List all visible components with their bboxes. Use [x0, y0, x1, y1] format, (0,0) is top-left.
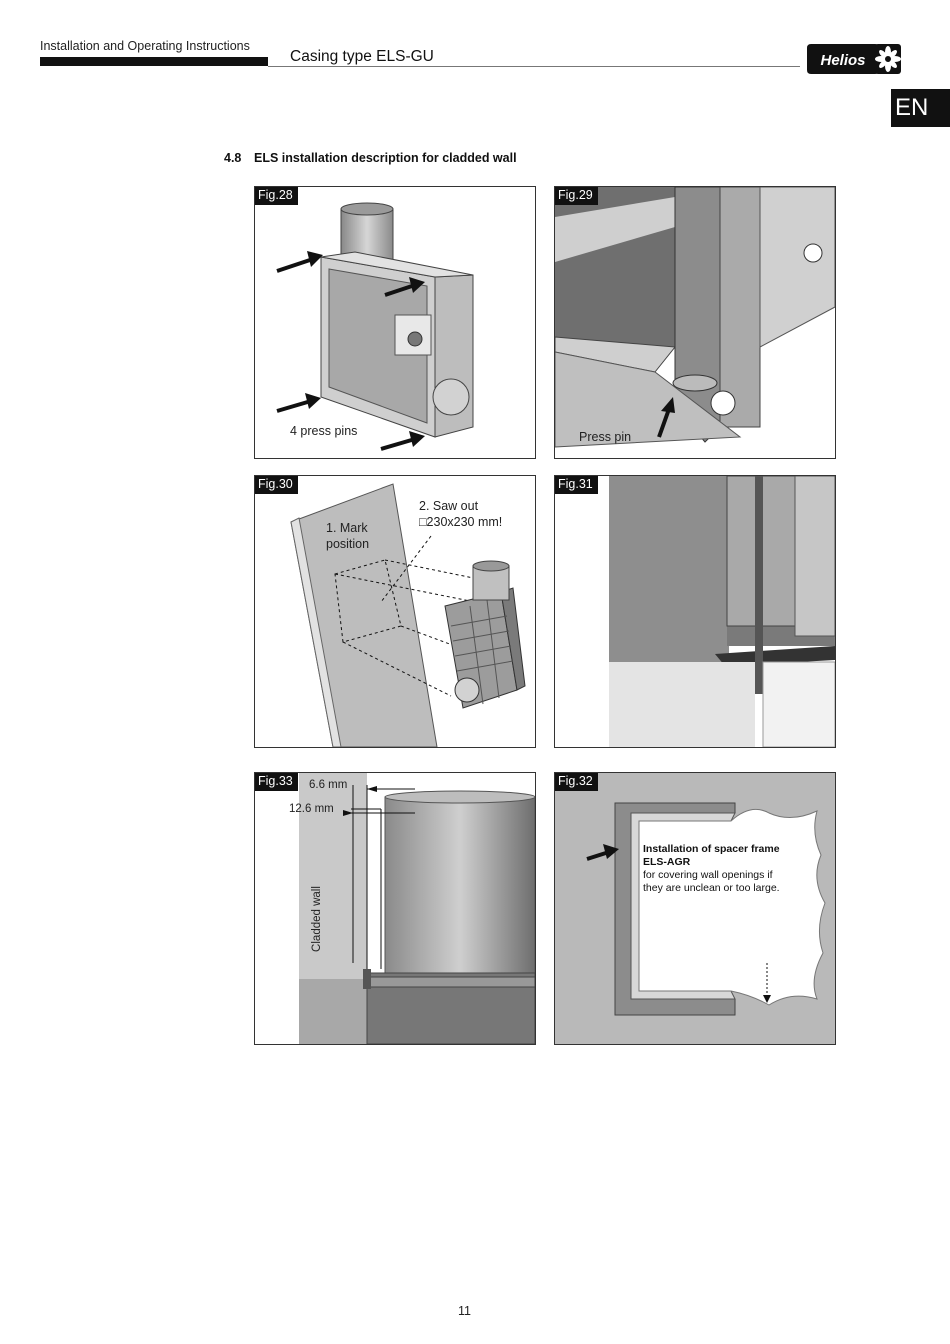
figure-30-step1-line2: position: [326, 537, 370, 551]
figure-29-drawing: [555, 187, 835, 458]
figure-33-wall-label: Cladded wall: [311, 886, 323, 952]
page-number: 11: [458, 1304, 471, 1318]
section-heading: 4.8 ELS installation description for clad…: [224, 151, 517, 165]
header-bar: [40, 57, 268, 66]
figure-30-drawing: [290, 483, 526, 747]
figure-32-note-title-2: ELS-AGR: [643, 856, 691, 868]
figure-32-note-title-1: Installation of spacer frame: [643, 843, 780, 855]
figure-29-label: Press pin: [579, 430, 632, 444]
figure-32: Fig.32 Installation of spacer frame ELS-…: [554, 772, 836, 1045]
figure-28-label: 4 press pins: [290, 424, 358, 438]
figure-31-drawing: [555, 476, 835, 747]
figure-30-step1-line1: 1. Mark: [326, 521, 368, 535]
figure-33-drawing: [299, 773, 535, 1044]
figure-30: Fig.30 1. Mark position 2. Saw out □230x23…: [254, 475, 536, 748]
figure-31: Fig.31: [554, 475, 836, 748]
figure-30-step2-line2: □230x230 mm!: [419, 515, 503, 529]
figure-28: Fig.28 4 press pins: [254, 186, 536, 459]
figure-30-step2-line1: 2. Saw out: [419, 499, 479, 513]
figure-33-dim-6-6: 6.6 mm: [309, 779, 348, 791]
language-tab: EN: [891, 89, 950, 127]
figure-30-step2: 2. Saw out □230x230 mm!: [419, 498, 502, 530]
helios-logo: Helios: [805, 42, 903, 76]
figure-29: Fig.29 Press pin: [554, 186, 836, 459]
figure-29-tag: Fig.29: [555, 187, 598, 205]
figure-28-drawing: [276, 202, 474, 451]
figure-32-note-line-1: for covering wall openings if: [643, 869, 773, 881]
figure-30-step1: 1. Mark position: [326, 520, 369, 552]
figure-32-drawing: [555, 773, 835, 1044]
figure-33: Fig.33 6.6 mm 12.6 mm Cladded wall: [254, 772, 536, 1045]
figure-28-tag: Fig.28: [255, 187, 298, 205]
figure-30-tag: Fig.30: [255, 476, 298, 494]
document-title: Casing type ELS-GU: [290, 48, 434, 65]
document-type: Installation and Operating Instructions: [40, 39, 250, 53]
figure-31-tag: Fig.31: [555, 476, 598, 494]
figure-33-tag: Fig.33: [255, 773, 298, 791]
figure-32-note-line-2: they are unclean or too large.: [643, 882, 780, 894]
header-rule: [268, 66, 800, 67]
section-title: ELS installation description for cladded…: [254, 151, 517, 165]
logo-text: Helios: [820, 52, 865, 69]
figure-32-tag: Fig.32: [555, 773, 598, 791]
figure-33-dim-12-6: 12.6 mm: [289, 803, 334, 815]
figure-32-note: Installation of spacer frame ELS-AGR for…: [643, 843, 803, 895]
section-number: 4.8: [224, 151, 242, 165]
